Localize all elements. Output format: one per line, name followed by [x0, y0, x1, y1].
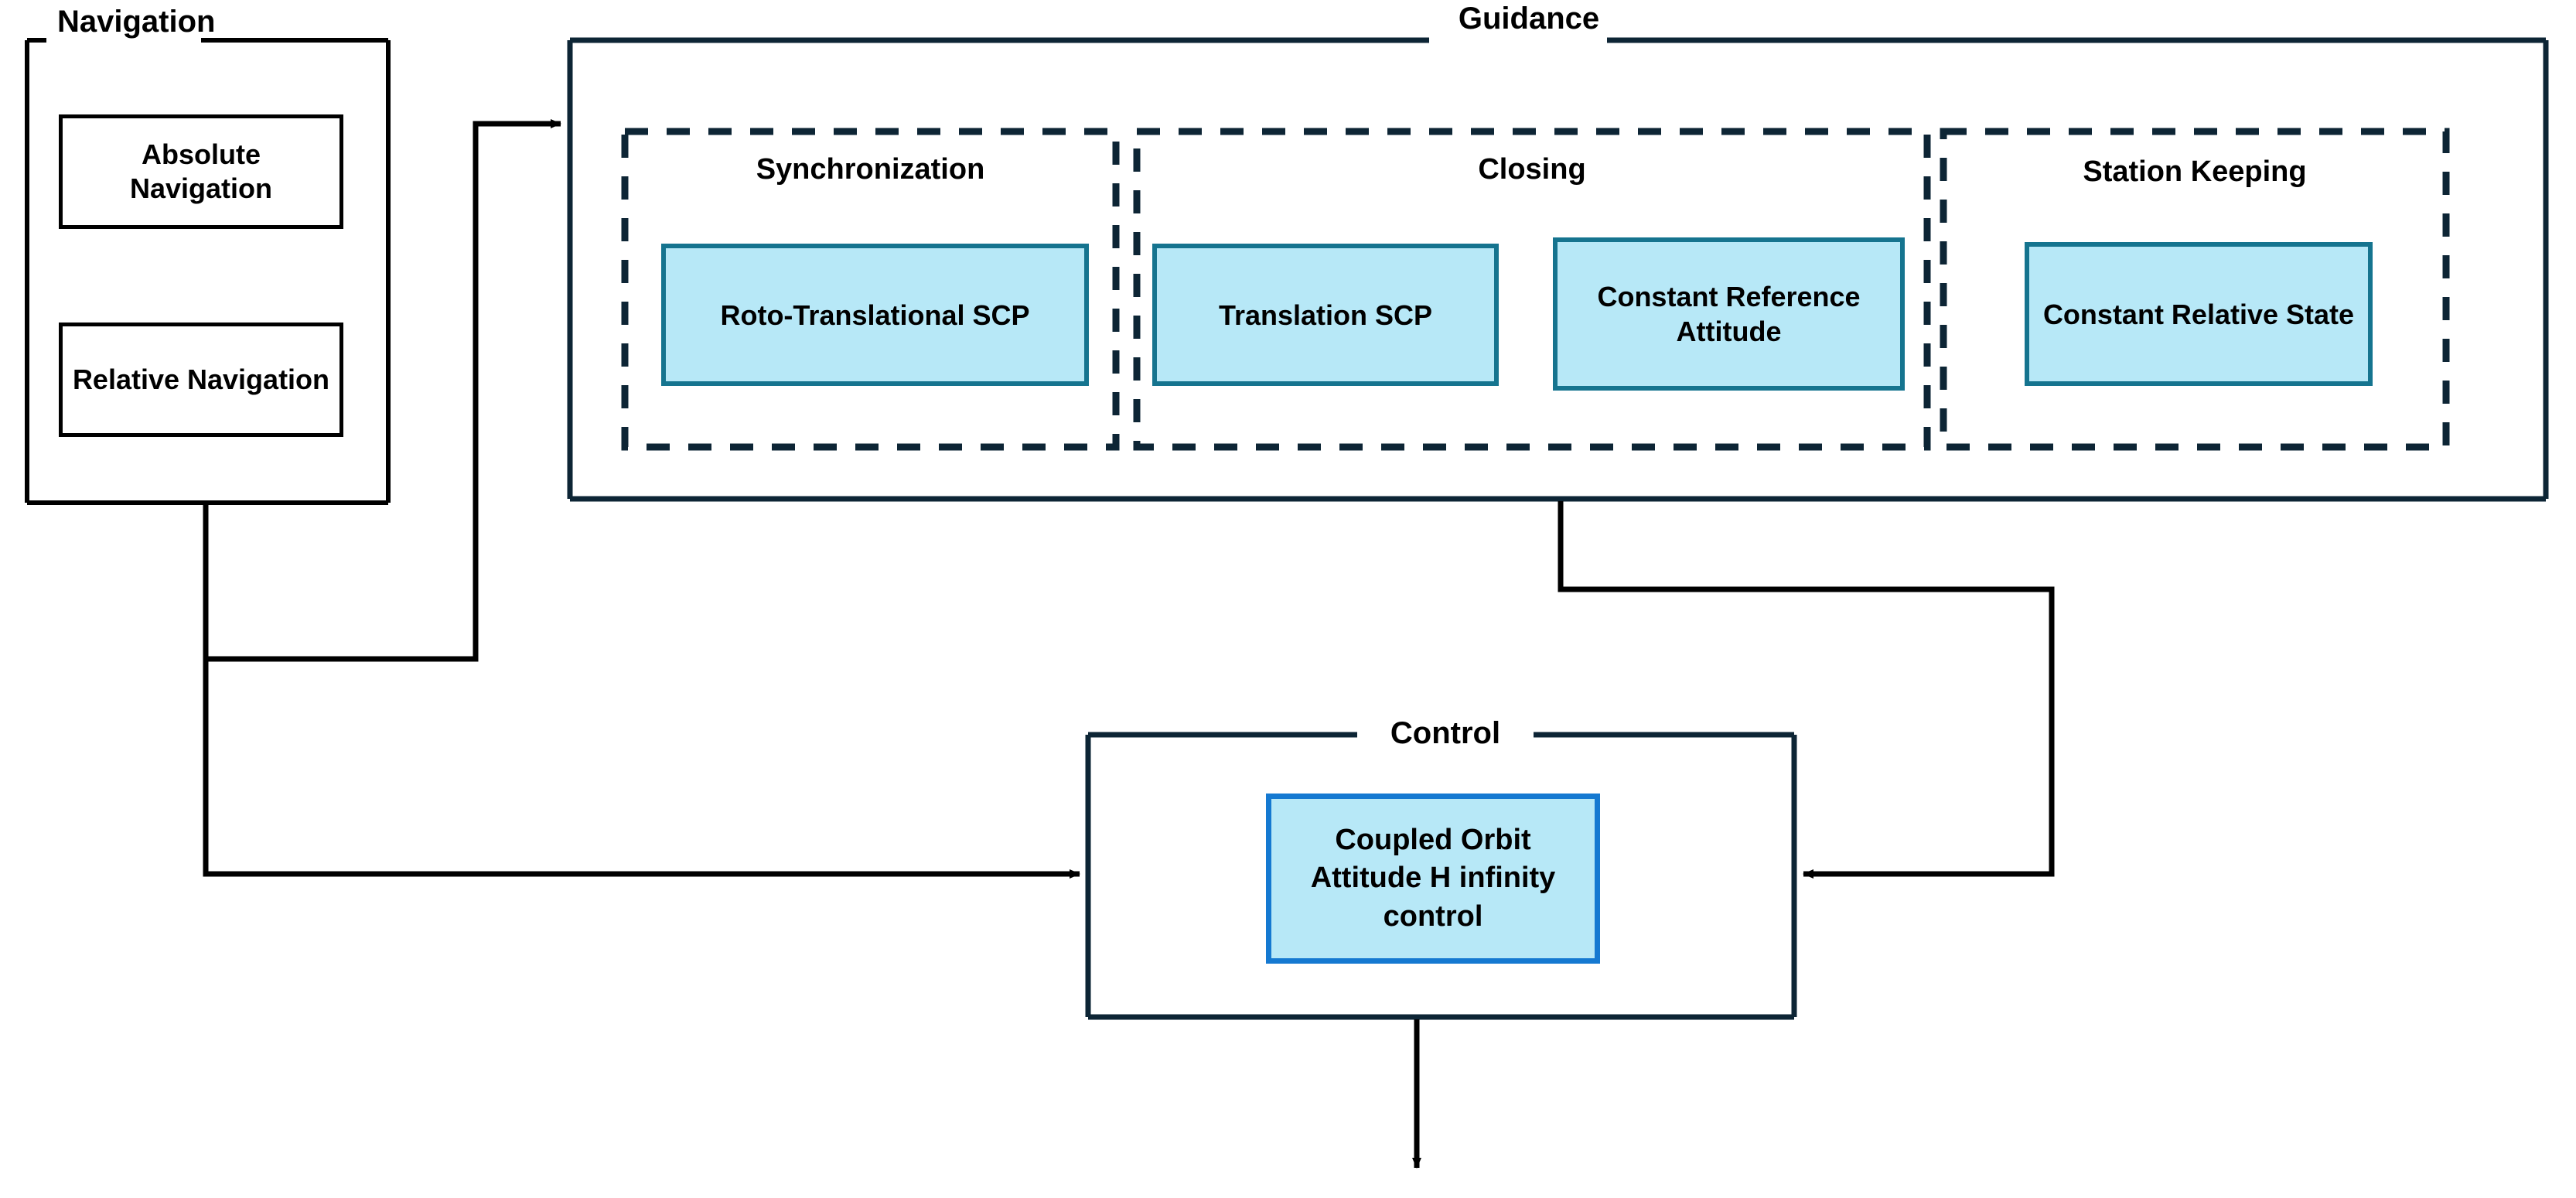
closing-phase-label: Closing — [1478, 153, 1586, 186]
connector-navigation-to-guidance — [203, 119, 561, 662]
synchronization-phase-label: Synchronization — [756, 153, 985, 186]
closing-dashed-box — [1133, 128, 1931, 451]
synchronization-dashed-box — [621, 128, 1120, 451]
station-keeping-dashed-box — [1940, 128, 2450, 451]
guidance-group-frame — [567, 37, 2549, 502]
control-group-frame — [1085, 732, 1797, 1020]
block-relative-navigation[interactable]: Relative Navigation — [59, 323, 343, 437]
guidance-group-label: Guidance — [1429, 3, 1629, 34]
control-group-label: Control — [1357, 718, 1534, 749]
navigation-group-label: Navigation — [46, 6, 223, 37]
block-translation-scp[interactable]: Translation SCP — [1152, 244, 1499, 386]
block-roto-translational-scp[interactable]: Roto-Translational SCP — [661, 244, 1089, 386]
connector-guidance-to-control — [1558, 501, 2055, 879]
block-absolute-navigation[interactable]: Absolute Navigation — [59, 114, 343, 229]
block-coupled-orbit-attitude-h-infinity-control[interactable]: Coupled Orbit Attitude H infinity contro… — [1266, 794, 1600, 964]
station-keeping-phase-label: Station Keeping — [2083, 155, 2307, 188]
block-constant-reference-attitude[interactable]: Constant Reference Attitude — [1553, 237, 1905, 391]
block-constant-relative-state[interactable]: Constant Relative State — [2025, 242, 2373, 386]
connector-navigation-to-control — [203, 659, 1080, 879]
